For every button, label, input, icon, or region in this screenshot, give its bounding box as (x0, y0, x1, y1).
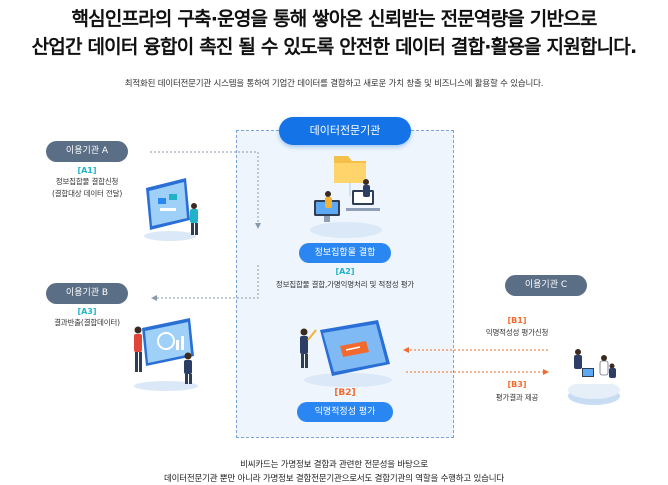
a2-tag: [A2] (335, 267, 355, 276)
b3-desc: 평가결과 제공 (495, 393, 539, 402)
b1-desc: 익명적성성 평가신청 (485, 328, 549, 337)
anonymity-evaluation-label: 익명적정성 평가 (297, 402, 393, 422)
footer-line-2: 데이터전문기관 뿐만 아니라 가명정보 결합전문기관으로서도 결합기관의 역할을… (163, 474, 505, 484)
headline-line-2: 산업간 데이터 융합이 촉진 될 수 있도록 안전한 데이터 결합·활용을 지원… (31, 36, 638, 58)
merge-info-set-label: 정보집합물 결합 (299, 243, 391, 263)
footer-line-1: 비씨카드는 가명정보 결합과 관련한 전문성을 바탕으로 (240, 460, 428, 470)
org-b-label: 이용기관 B (46, 283, 128, 304)
a1-desc-line-2: (결합대상 데이터 전달) (51, 189, 123, 198)
a3-flow-line (151, 265, 259, 301)
data-agency-title: 데이터전문기관 (279, 117, 411, 145)
b2-tag: [B2] (334, 388, 356, 398)
a1-tag: [A1] (77, 166, 97, 175)
subtitle: 최적화된 데이터전문기관 시스템을 통하여 기업간 데이터를 결합하고 새로운 … (124, 79, 544, 89)
a3-tag: [A3] (77, 307, 97, 316)
a3-desc: 결과반출(결합데이터) (54, 318, 120, 327)
evaluation-illustration (290, 310, 398, 394)
headline-line-1: 핵심인프라의 구축·운영을 통해 쌓아온 신뢰받는 전문역량을 기반으로 (71, 8, 597, 30)
org-c-label: 이용기관 C (505, 275, 587, 296)
a2-desc: 정보집합물 결합,가명익명처리 및 적정성 평가 (275, 280, 415, 289)
a1-desc-line-1: 정보집합물 결합신청 (55, 177, 119, 186)
org-a-label: 이용기관 A (46, 141, 128, 162)
b3-tag: [B3] (507, 380, 527, 389)
data-agency-illustration (302, 150, 392, 246)
org-b-illustration (130, 306, 200, 396)
b1-tag: [B1] (507, 316, 527, 325)
a1-flow-line (150, 151, 261, 229)
org-a-illustration (142, 176, 204, 246)
org-c-illustration (566, 338, 622, 416)
